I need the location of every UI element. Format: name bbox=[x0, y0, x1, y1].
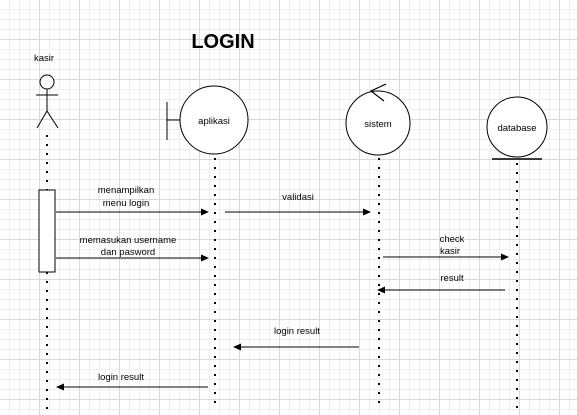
actor-kasir: kasir bbox=[34, 53, 59, 410]
message-memasukan-username: memasukan username dan pasword bbox=[56, 235, 209, 262]
message-label-line: login result bbox=[98, 372, 144, 383]
entity-database: database bbox=[486, 96, 548, 410]
message-label-line: login result bbox=[274, 326, 320, 337]
message-login-result-aplikasi: login result bbox=[56, 372, 208, 391]
diagram-title: LOGIN bbox=[191, 31, 254, 53]
entity-circle bbox=[486, 96, 548, 158]
message-login-result-sistem: login result bbox=[233, 326, 359, 351]
actor-left-leg bbox=[36, 110, 48, 129]
message-label-line: menu login bbox=[103, 198, 149, 209]
message-label-line: dan pasword bbox=[101, 247, 155, 258]
control-label: sistem bbox=[364, 119, 392, 130]
actor-head bbox=[39, 74, 55, 90]
control-arrow-icon bbox=[369, 83, 387, 102]
message-label-line: check bbox=[440, 234, 465, 245]
message-label-line: kasir bbox=[440, 246, 460, 257]
message-label-line: validasi bbox=[282, 192, 314, 203]
message-label-line: memasukan username bbox=[80, 235, 177, 246]
actor-label: kasir bbox=[34, 53, 54, 64]
boundary-circle bbox=[179, 85, 249, 155]
message-label-line: menampilkan bbox=[98, 185, 155, 196]
message-menampilkan-menu-login: menampilkan menu login bbox=[56, 185, 209, 216]
actor-right-leg bbox=[46, 110, 59, 129]
boundary-label: aplikasi bbox=[198, 116, 230, 127]
message-validasi: validasi bbox=[225, 192, 371, 216]
entity-label: database bbox=[497, 123, 536, 134]
message-label-line: result bbox=[440, 273, 464, 284]
activation-bar bbox=[38, 189, 56, 273]
message-check-kasir: check kasir bbox=[383, 234, 509, 261]
boundary-aplikasi: aplikasi bbox=[166, 85, 249, 410]
control-sistem: sistem bbox=[345, 83, 411, 410]
message-result: result bbox=[377, 273, 505, 294]
control-circle bbox=[345, 90, 411, 156]
